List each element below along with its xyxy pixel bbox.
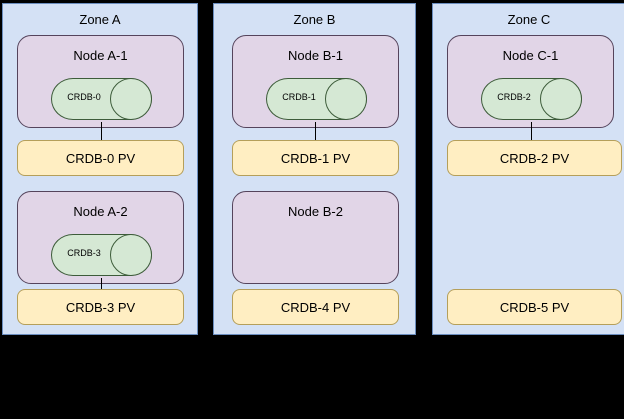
database-cylinder-crdb-3[interactable]: CRDB-3 <box>51 234 152 276</box>
zone-container-b[interactable]: Zone B Node B-1 CRDB-1 CRDB-1 PV Node B-… <box>213 3 416 335</box>
cylinder-cap <box>110 78 152 120</box>
volume-box-crdb-2-pv[interactable]: CRDB-2 PV <box>447 140 622 176</box>
database-cylinder-crdb-1[interactable]: CRDB-1 <box>266 78 367 120</box>
database-label-crdb-3: CRDB-3 <box>67 248 101 258</box>
database-label-crdb-2: CRDB-2 <box>497 92 531 102</box>
node-label-a-2: Node A-2 <box>73 204 128 219</box>
database-cylinder-crdb-0[interactable]: CRDB-0 <box>51 78 152 120</box>
database-cylinder-crdb-2[interactable]: CRDB-2 <box>481 78 582 120</box>
connector-node-c-1-to-pv-crdb-2 <box>531 122 532 141</box>
database-label-crdb-1: CRDB-1 <box>282 92 316 102</box>
cylinder-cap <box>540 78 582 120</box>
volume-box-crdb-5-pv[interactable]: CRDB-5 PV <box>447 289 622 325</box>
cylinder-cap <box>110 234 152 276</box>
volume-box-crdb-1-pv[interactable]: CRDB-1 PV <box>232 140 399 176</box>
volume-box-crdb-3-pv[interactable]: CRDB-3 PV <box>17 289 184 325</box>
node-box-a-2[interactable]: Node A-2 CRDB-3 <box>17 191 184 284</box>
volume-box-crdb-0-pv[interactable]: CRDB-0 PV <box>17 140 184 176</box>
zone-label-a: Zone A <box>79 12 121 27</box>
zone-label-b: Zone B <box>293 12 336 27</box>
node-box-b-2[interactable]: Node B-2 <box>232 191 399 284</box>
volume-box-crdb-4-pv[interactable]: CRDB-4 PV <box>232 289 399 325</box>
node-label-b-1: Node B-1 <box>288 48 343 63</box>
connector-node-b-1-to-pv-crdb-1 <box>315 122 316 141</box>
cylinder-cap <box>325 78 367 120</box>
node-label-b-2: Node B-2 <box>288 204 343 219</box>
connector-node-a-1-to-pv-crdb-0 <box>101 122 102 141</box>
node-box-a-1[interactable]: Node A-1 CRDB-0 <box>17 35 184 128</box>
node-label-a-1: Node A-1 <box>73 48 128 63</box>
zone-container-c[interactable]: Zone C Node C-1 CRDB-2 CRDB-2 PV CRDB-5 … <box>432 3 624 335</box>
database-label-crdb-0: CRDB-0 <box>67 92 101 102</box>
node-box-c-1[interactable]: Node C-1 CRDB-2 <box>447 35 614 128</box>
node-box-b-1[interactable]: Node B-1 CRDB-1 <box>232 35 399 128</box>
zone-label-c: Zone C <box>507 12 551 27</box>
connector-node-a-2-to-pv-crdb-3 <box>101 278 102 297</box>
zone-container-a[interactable]: Zone A Node A-1 CRDB-0 CRDB-0 PV Node A-… <box>2 3 198 335</box>
node-label-c-1: Node C-1 <box>502 48 559 63</box>
